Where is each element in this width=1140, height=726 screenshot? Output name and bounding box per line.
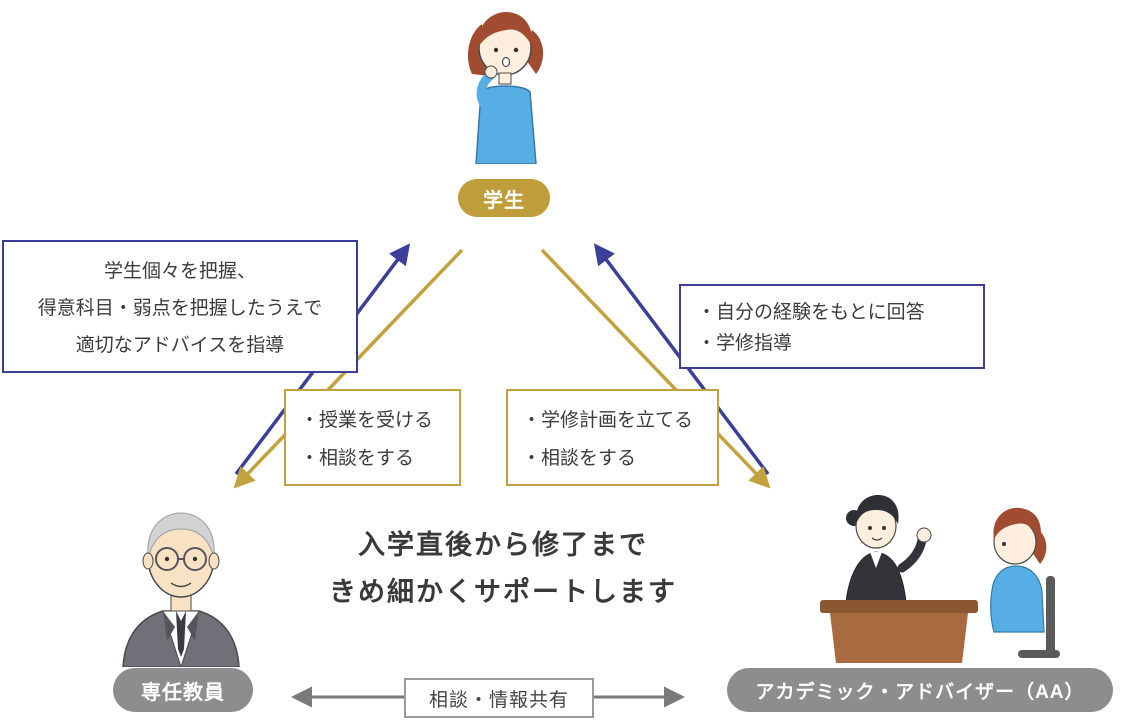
advisor-hair: [855, 495, 899, 524]
box-line: 得意科目・弱点を把握したうえで: [37, 298, 323, 319]
student-bangs: [478, 12, 533, 46]
teacher-eye: [192, 556, 198, 562]
desk-front: [830, 613, 968, 663]
box-line: 適切なアドバイスを指導: [75, 335, 285, 356]
advisor-badge: アカデミック・アドバイザー（AA）: [727, 668, 1113, 712]
teacher-ear: [208, 552, 220, 570]
desk-top: [820, 600, 978, 613]
box-line: ・相談をする: [522, 448, 637, 469]
box-line: ・授業を受ける: [300, 410, 434, 431]
center-message-line1: 入学直後から修了まで: [358, 530, 648, 560]
teacher-illustration-art: [122, 512, 240, 667]
teacher-illustration: [105, 497, 257, 667]
teacher-tie: [176, 611, 186, 657]
advisor-hand: [916, 527, 932, 543]
student-hair-side: [522, 30, 544, 74]
teacher-support-box: 学生個々を把握、 得意科目・弱点を把握したうえで 適切なアドバイスを指導: [2, 240, 358, 373]
advisor-illustration: [818, 490, 1065, 665]
advisor-eye: [882, 526, 886, 530]
chair-back: [1046, 576, 1055, 654]
box-line: ・学修計画を立てる: [522, 410, 694, 431]
box-line: ・自分の経験をもとに回答: [697, 302, 925, 323]
student-mouth: [501, 56, 511, 68]
box-line: ・相談をする: [300, 448, 415, 469]
chair-base: [1018, 650, 1060, 658]
advisor-shirt: [870, 552, 882, 568]
advisor-mouth: [871, 537, 883, 541]
seated-student-hair: [993, 507, 1042, 544]
teacher-lapel: [187, 611, 199, 641]
student-hand: [484, 65, 498, 79]
student-to-teacher-box: ・授業を受ける ・相談をする: [284, 389, 461, 486]
seated-student-eye: [1002, 542, 1006, 546]
seated-student-body: [990, 565, 1045, 633]
center-message: 入学直後から修了まで きめ細かくサポートします: [253, 522, 753, 616]
student-badge: 学生: [458, 179, 550, 217]
teacher-ear: [142, 552, 154, 570]
student-to-advisor-box: ・学修計画を立てる ・相談をする: [506, 389, 719, 486]
teacher-lapel: [163, 611, 175, 641]
teacher-eye: [164, 556, 170, 562]
advisor-eye: [868, 526, 872, 530]
advisor-arm: [897, 535, 927, 573]
student-neck: [498, 72, 512, 85]
student-eye: [513, 47, 519, 53]
student-illustration-art: [467, 12, 544, 164]
student-illustration: [448, 2, 560, 164]
advisor-illustration-art: [820, 495, 1060, 663]
center-message-line2: きめ細かくサポートします: [329, 577, 677, 607]
box-line: ・学修指導: [697, 333, 793, 354]
student-eye: [493, 47, 499, 53]
box-line: 学生個々を把握、: [103, 261, 256, 282]
advisor-support-box: ・自分の経験をもとに回答 ・学修指導: [679, 284, 985, 369]
teacher-badge: 専任教員: [113, 668, 253, 712]
teacher-mouth: [170, 582, 192, 588]
bottom-link-label: 相談・情報共有: [404, 678, 594, 718]
